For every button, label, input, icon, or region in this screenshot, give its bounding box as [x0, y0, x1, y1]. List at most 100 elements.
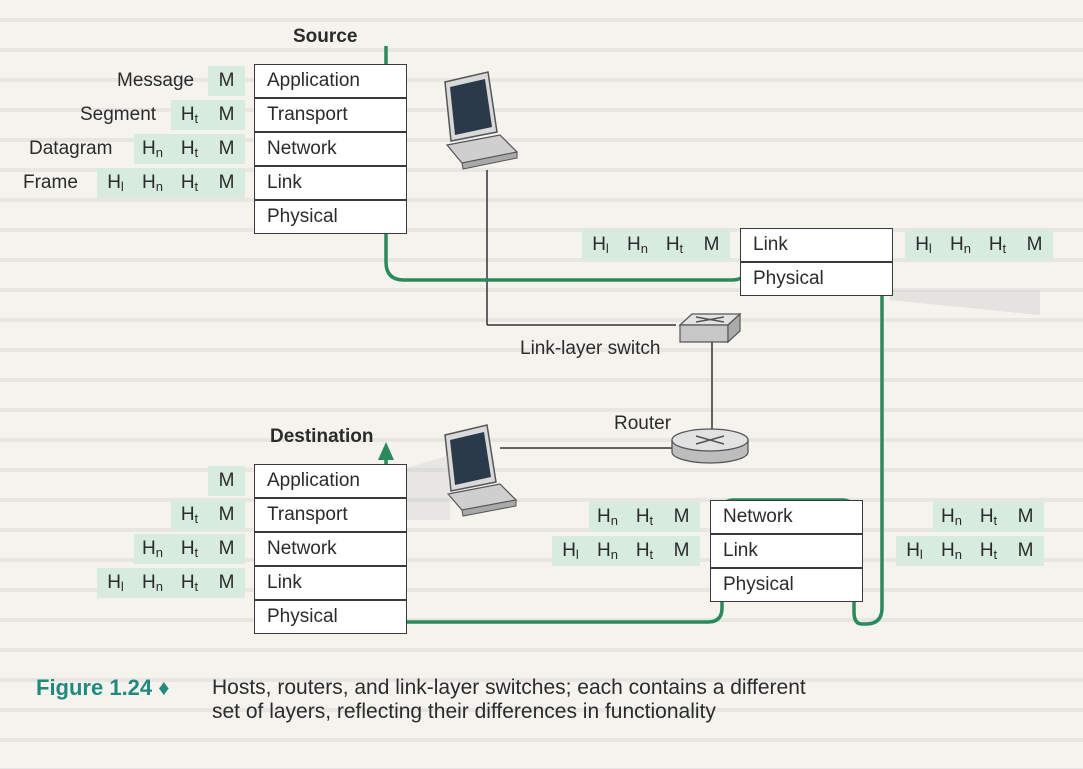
- source-physical-layer: Physical: [254, 200, 407, 234]
- source-label: Source: [293, 26, 358, 47]
- source-message-headers: M: [208, 66, 245, 96]
- layer-label: Physical: [267, 606, 338, 627]
- header-m: M: [1016, 230, 1053, 260]
- layer-label: Transport: [267, 504, 348, 525]
- source-application-layer: Application: [254, 64, 407, 98]
- destination-arrowhead: [378, 442, 394, 460]
- router-label: Router: [614, 413, 672, 434]
- layer-label: Application: [267, 70, 360, 91]
- router-network-layer: Network: [710, 500, 863, 534]
- source-computer-icon: [444, 71, 519, 170]
- router-physical-layer: Physical: [710, 568, 863, 602]
- layer-label: Link: [723, 540, 758, 561]
- router-icon: [671, 428, 749, 464]
- header-m: M: [1007, 536, 1044, 566]
- layer-label: Physical: [723, 574, 794, 595]
- header-m: M: [208, 168, 245, 198]
- source-link-layer: Link: [254, 166, 407, 200]
- destination-network-layer: Network: [254, 532, 407, 566]
- header-m: M: [208, 66, 245, 96]
- figure-number: Figure 1.24 ♦: [36, 675, 170, 700]
- switch-link-layer: Link: [740, 228, 893, 262]
- header-m: M: [208, 100, 245, 130]
- layer-label: Application: [267, 470, 360, 491]
- destination-computer-icon: [444, 424, 518, 517]
- layer-label: Network: [267, 538, 337, 559]
- destination-message-headers: M: [208, 466, 245, 496]
- switch-icon: [678, 312, 742, 344]
- header-m: M: [663, 502, 700, 532]
- router-link-layer: Link: [710, 534, 863, 568]
- layer-label: Physical: [753, 268, 824, 289]
- layer-label: Transport: [267, 104, 348, 125]
- layer-label: Physical: [267, 206, 338, 227]
- source-network-layer: Network: [254, 132, 407, 166]
- header-m: M: [208, 500, 245, 530]
- layer-label: Network: [267, 138, 337, 159]
- header-m: M: [693, 230, 730, 260]
- destination-link-layer: Link: [254, 566, 407, 600]
- header-m: M: [663, 536, 700, 566]
- header-m: M: [208, 134, 245, 164]
- layer-label: Link: [753, 234, 788, 255]
- destination-physical-layer: Physical: [254, 600, 407, 634]
- header-m: M: [208, 534, 245, 564]
- destination-application-layer: Application: [254, 464, 407, 498]
- layer-label: Network: [723, 506, 793, 527]
- unit-label-datagram: Datagram: [29, 138, 113, 159]
- unit-label-segment: Segment: [80, 104, 157, 125]
- layer-label: Link: [267, 572, 302, 593]
- figure-caption: Figure 1.24 ♦ Hosts, routers, and link-l…: [36, 675, 806, 724]
- destination-label: Destination: [270, 426, 374, 447]
- unit-label-frame: Frame: [23, 172, 78, 193]
- header-m: M: [208, 568, 245, 598]
- unit-label-message: Message: [117, 70, 195, 91]
- switch-label: Link-layer switch: [520, 338, 661, 359]
- header-m: M: [1007, 502, 1044, 532]
- header-m: M: [208, 466, 245, 496]
- source-transport-layer: Transport: [254, 98, 407, 132]
- switch-physical-layer: Physical: [740, 262, 893, 296]
